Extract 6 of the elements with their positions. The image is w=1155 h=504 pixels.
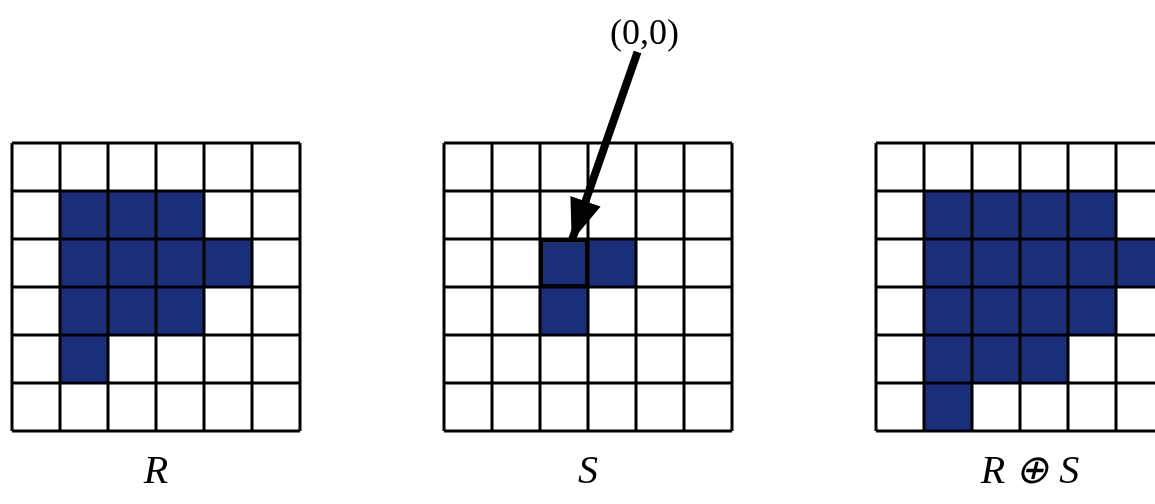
- arrow: [568, 50, 642, 241]
- origin-label: (0,0): [610, 12, 679, 52]
- grid-caption: S: [578, 448, 598, 492]
- grid-caption: R ⊕ S: [980, 448, 1080, 492]
- grid-caption: R: [143, 448, 169, 492]
- origin-cell: [540, 239, 588, 287]
